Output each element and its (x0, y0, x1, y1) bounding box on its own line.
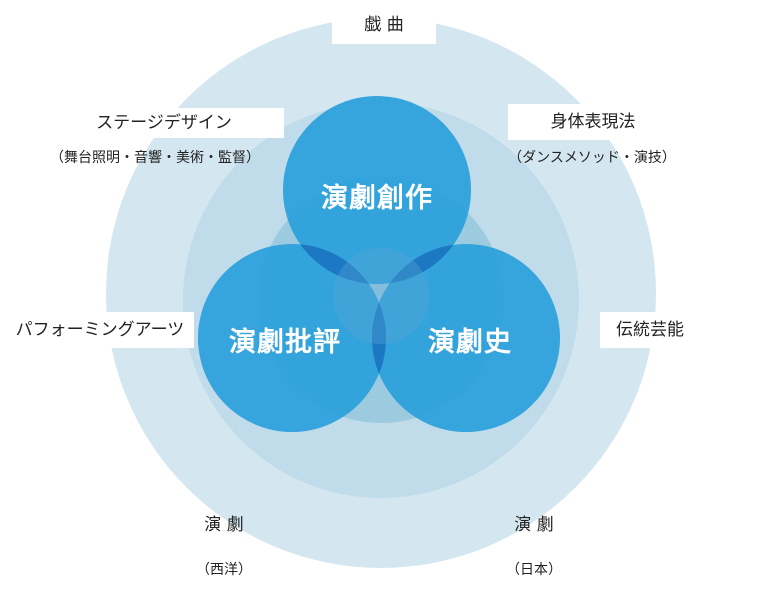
label-body-expression: 身体表現法 (508, 104, 678, 140)
label-theatre-west-subtext: （西洋） (196, 562, 252, 578)
label-theatre-japan-text: 演 劇 (514, 515, 554, 535)
label-stage-design-subtext: （舞台照明・音響・美術・監督） (50, 150, 260, 166)
label-drama-history: 演劇史 (428, 326, 512, 358)
label-theatre-japan-sub: （日本） (484, 560, 584, 580)
label-drama-criticism: 演劇批評 (229, 326, 341, 358)
label-playwriting: 戯 曲 (332, 8, 436, 44)
circle-drama-creation (283, 96, 471, 284)
label-performing-arts: パフォーミングアーツ (6, 312, 194, 348)
center-disc (333, 248, 429, 344)
label-theatre-japan: 演 劇 (494, 514, 574, 536)
label-body-expression-subtext: （ダンスメソッド・演技） (508, 150, 676, 166)
label-stage-design-text: ステージデザイン (96, 113, 232, 133)
label-body-expression-sub: （ダンスメソッド・演技） (494, 148, 690, 168)
label-traditional-arts-text: 伝統芸能 (616, 320, 684, 340)
label-body-expression-text: 身体表現法 (550, 112, 636, 132)
label-theatre-west-text: 演 劇 (204, 515, 244, 535)
label-drama-creation: 演劇創作 (321, 182, 433, 214)
label-theatre-japan-subtext: （日本） (506, 562, 562, 578)
label-theatre-west: 演 劇 (184, 514, 264, 536)
label-traditional-arts: 伝統芸能 (600, 312, 700, 348)
label-theatre-west-sub: （西洋） (174, 560, 274, 580)
circle-drama-history (372, 244, 560, 432)
label-stage-design-sub: （舞台照明・音響・美術・監督） (30, 148, 280, 168)
label-stage-design: ステージデザイン (44, 108, 284, 138)
label-performing-arts-text: パフォーミングアーツ (15, 320, 185, 340)
circle-drama-criticism (198, 244, 386, 432)
label-playwriting-text: 戯 曲 (364, 15, 404, 35)
